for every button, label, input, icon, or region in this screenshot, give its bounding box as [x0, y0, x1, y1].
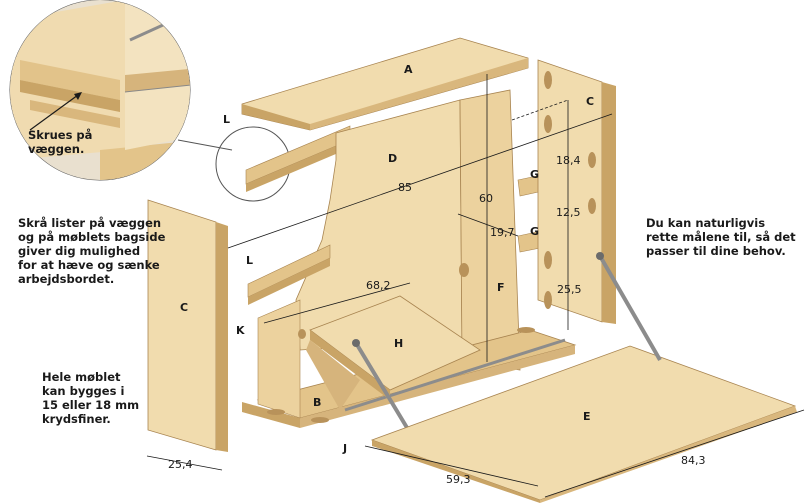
dim-60: 60: [479, 192, 493, 205]
label-e: E: [583, 410, 591, 423]
note-left-top: Skrå lister på væggen og på møblets bags…: [18, 216, 166, 286]
note-inset: Skrues på væggen.: [28, 128, 93, 156]
inset-leader: [177, 139, 233, 151]
label-l-top: L: [223, 113, 230, 126]
label-d: D: [388, 152, 397, 165]
right-strut: [598, 255, 662, 361]
dimension-lines: [146, 74, 805, 498]
dim-25-4: 25,4: [168, 458, 193, 471]
label-g-top: G: [530, 168, 539, 181]
part-k-peg: [298, 329, 306, 339]
part-l-bottom-rail: [247, 244, 331, 305]
label-k: K: [236, 324, 245, 337]
dim-12-5: 12,5: [556, 206, 581, 219]
dim-18-4: 18,4: [556, 154, 581, 167]
label-f: F: [497, 281, 505, 294]
label-j: J: [342, 442, 347, 455]
label-h: H: [394, 337, 403, 350]
dim-68-2: 68,2: [366, 279, 391, 292]
dim-59-3: 59,3: [446, 473, 471, 486]
label-g-bottom: G: [530, 225, 539, 238]
label-l-bottom: L: [246, 254, 253, 267]
dim-85: 85: [398, 181, 412, 194]
dim-25-5: 25,5: [557, 283, 582, 296]
part-h-desk: [306, 295, 481, 410]
note-right: Du kan naturligvis rette målene til, så …: [646, 216, 796, 258]
label-c-right: C: [586, 95, 594, 108]
label-c-left: C: [180, 301, 188, 314]
part-e-front-panel: [370, 345, 797, 503]
hinge-strip: [344, 338, 566, 412]
dim-19-7: 19,7: [490, 226, 515, 239]
part-c-left-side: [147, 199, 228, 452]
note-left-bottom: Hele møblet kan bygges i 15 eller 18 mm …: [42, 370, 140, 426]
label-b: B: [313, 396, 321, 409]
dim-84-3: 84,3: [681, 454, 706, 467]
label-a: A: [404, 63, 413, 76]
